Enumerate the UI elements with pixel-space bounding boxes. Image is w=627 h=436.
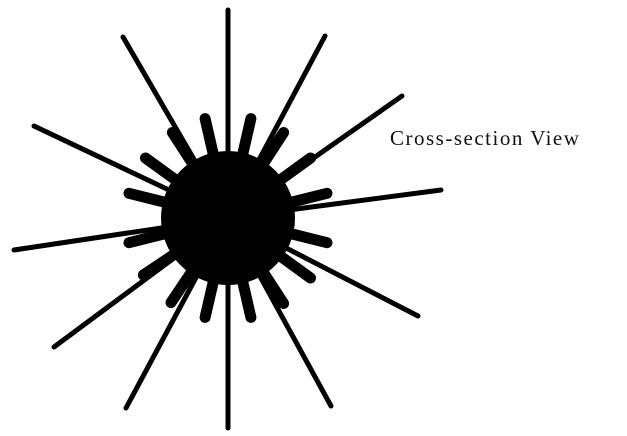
cross-section-label: Cross-section View [390,128,580,149]
central-body [161,151,295,285]
